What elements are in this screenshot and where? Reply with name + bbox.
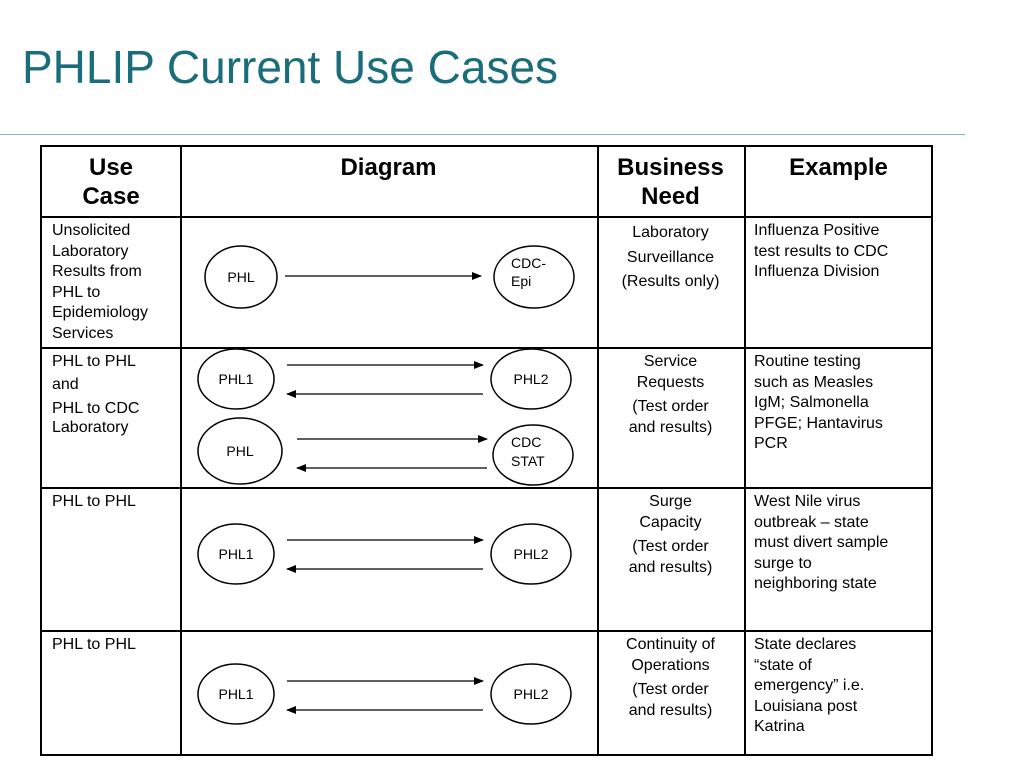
- title-divider: [0, 134, 965, 135]
- row1-business-need: Laboratory Surveillance (Results only): [621, 224, 720, 290]
- cdc-epi-node-label: Epi: [511, 273, 531, 289]
- row3-example: West Nile virus outbreak – state must di…: [754, 493, 889, 592]
- row2-use-case: PHL to PHL and PHL to CDC Laboratory: [52, 353, 140, 436]
- row1-example: Influenza Positive test results to CDC I…: [754, 222, 889, 280]
- row4-business-need: Continuity of Operations (Test order and…: [626, 636, 715, 719]
- header-diagram: Diagram: [340, 154, 437, 181]
- column-divider: [744, 147, 746, 754]
- phl2-node-label: PHL2: [513, 686, 548, 702]
- phl-node: [197, 417, 283, 485]
- row1-diagram: PHL CDC- Epi: [204, 245, 575, 309]
- row2-example: Routine testing such as Measles IgM; Sal…: [754, 353, 883, 452]
- phl1-node-label: PHL1: [218, 546, 253, 562]
- phl1-node: [197, 663, 275, 725]
- phl1-node: [197, 348, 275, 410]
- row3-use-case: PHL to PHL: [52, 493, 136, 510]
- phl2-node: [490, 348, 572, 410]
- phl1-node-label: PHL1: [218, 686, 253, 702]
- row3-diagram: PHL1 PHL2: [197, 523, 572, 585]
- row4-example: State declares “state of emergency” i.e.…: [754, 636, 865, 735]
- row-divider: [42, 216, 931, 218]
- phl2-node: [490, 663, 572, 725]
- header-example: Example: [789, 154, 888, 181]
- phl2-node-label: PHL2: [513, 546, 548, 562]
- row2-diagram: PHL1 PHL2 PHL CDC STAT: [197, 348, 574, 486]
- phl1-node-label: PHL1: [218, 371, 253, 387]
- phl2-node: [490, 523, 572, 585]
- row-divider: [42, 347, 931, 349]
- phl-node-label: PHL: [226, 443, 253, 459]
- cdc-stat-node: [492, 424, 574, 486]
- row4-diagram: PHL1 PHL2: [197, 663, 572, 725]
- row4-use-case: PHL to PHL: [52, 636, 136, 653]
- row-divider: [42, 630, 931, 632]
- column-divider: [597, 147, 599, 754]
- cdc-stat-node-label: STAT: [511, 453, 545, 469]
- row-divider: [42, 487, 931, 489]
- slide-title: PHLIP Current Use Cases: [22, 41, 559, 93]
- row1-use-case: Unsolicited Laboratory Results from PHL …: [52, 222, 149, 342]
- phl1-node: [197, 523, 275, 585]
- phl2-node-label: PHL2: [513, 371, 548, 387]
- header-business-need: Business Need: [617, 154, 724, 210]
- cdc-epi-node: [493, 245, 575, 309]
- cdc-epi-node-label: CDC-: [511, 255, 546, 271]
- column-divider: [180, 147, 182, 754]
- cdc-stat-node-label: CDC: [511, 434, 541, 450]
- use-cases-table: Use Case Diagram Business Need Example U…: [40, 145, 933, 756]
- header-use-case: Use Case: [82, 154, 140, 210]
- row3-business-need: Surge Capacity (Test order and results): [628, 493, 713, 576]
- row2-business-need: Service Requests (Test order and results…: [628, 353, 713, 436]
- phl-node: [204, 245, 278, 309]
- phl-node-label: PHL: [227, 269, 254, 285]
